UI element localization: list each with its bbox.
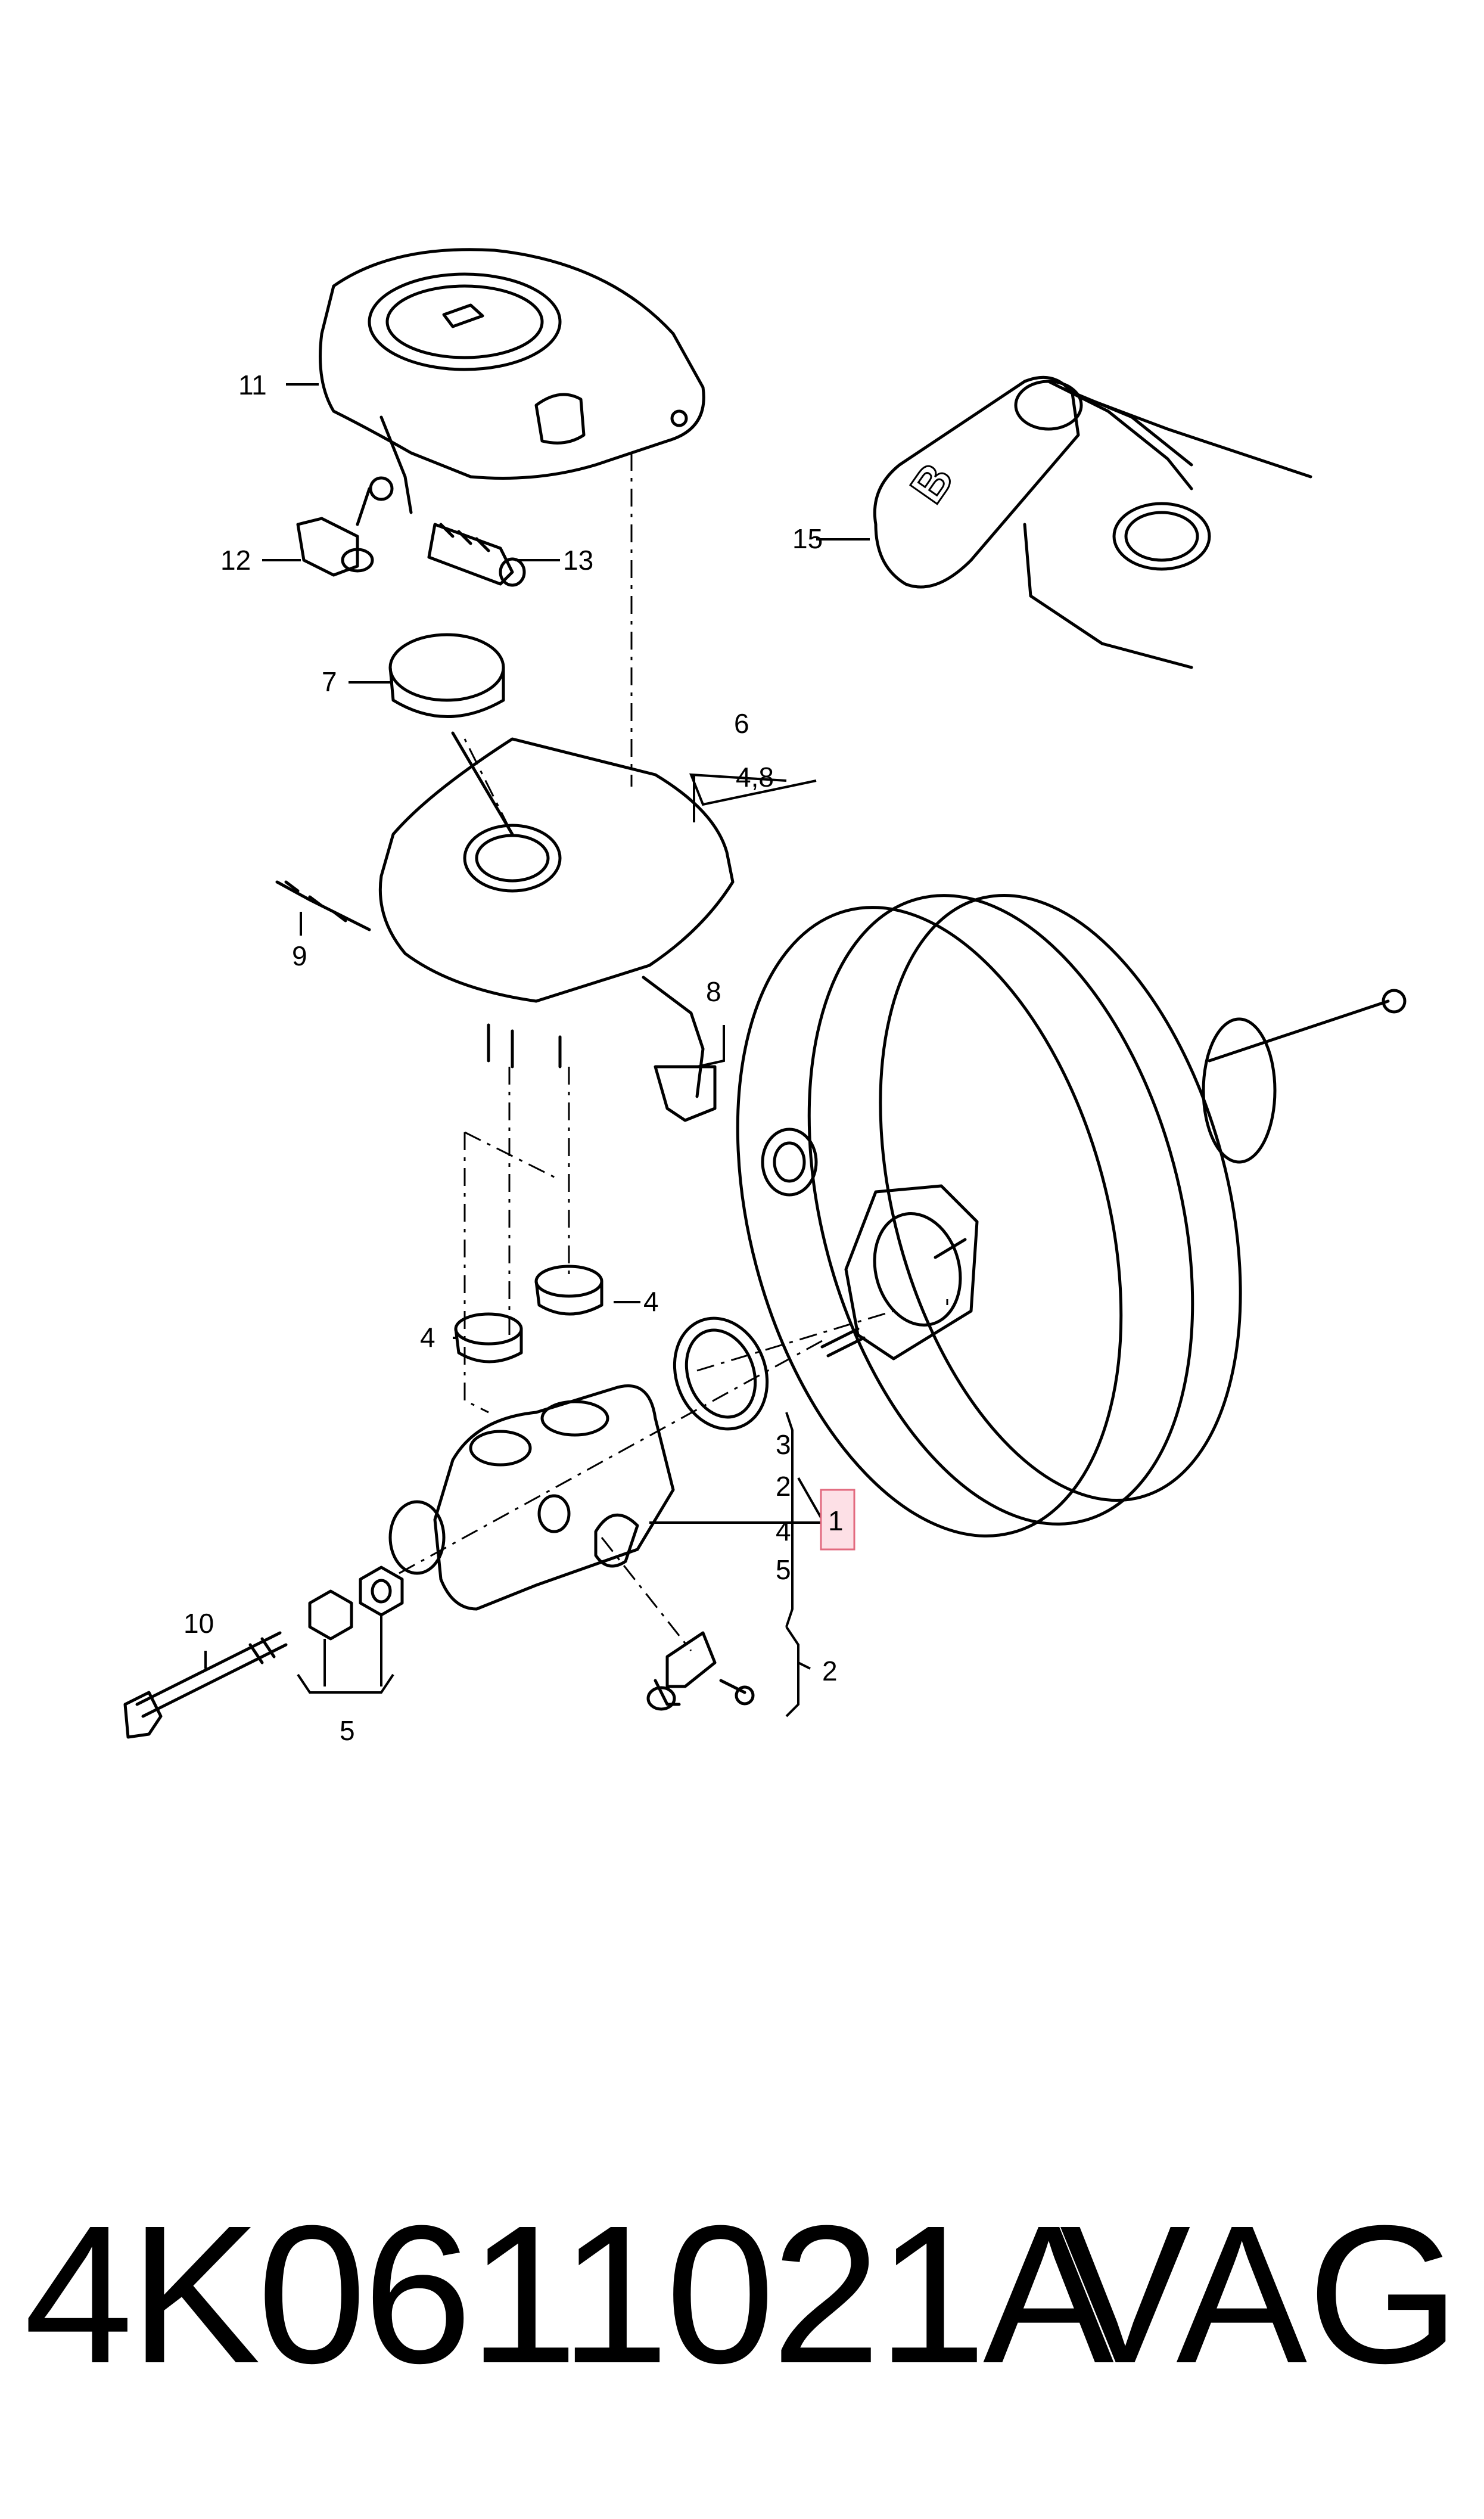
callout-4-left: 4 xyxy=(420,1322,435,1353)
part-number: 4K0611021A xyxy=(24,2184,1114,2404)
bottle-letter: B xyxy=(900,454,963,512)
callout-2-lower: 2 xyxy=(822,1655,838,1686)
o-ring-part-3 xyxy=(673,1316,769,1431)
brake-fluid-bottle-part-15 xyxy=(873,375,1312,669)
callout-1: 1 xyxy=(828,1505,844,1536)
callout-4-8: 4,8 xyxy=(736,762,774,793)
callout-7: 7 xyxy=(322,666,337,697)
brake-booster xyxy=(736,894,1407,1538)
brand-name: VAG xyxy=(1059,2184,1460,2404)
dashed-guide-lines xyxy=(399,453,948,1651)
callout-9: 9 xyxy=(292,940,307,971)
callout-6: 6 xyxy=(734,708,749,739)
nut-part-5 xyxy=(308,1566,404,1641)
sensor-part-2 xyxy=(646,1631,755,1711)
long-bolt-part-10 xyxy=(123,1631,288,1739)
bolt-part-13 xyxy=(427,523,526,587)
reservoir-cap-part-7 xyxy=(388,633,514,836)
callout-15: 15 xyxy=(792,523,823,554)
clip-part-12 xyxy=(296,476,394,577)
highlight-box-part-1 xyxy=(820,1489,855,1551)
master-cylinder-part-1 xyxy=(388,1384,675,1611)
reservoir-cover-part-11 xyxy=(319,248,705,514)
callout-13: 13 xyxy=(563,545,593,576)
callout-4-lower: 4 xyxy=(776,1515,791,1546)
grommet-part-4 xyxy=(454,1265,603,1363)
callout-11: 11 xyxy=(238,369,267,400)
footer: 4K0611021A VAG xyxy=(0,2169,1484,2419)
callout-5-bottom: 5 xyxy=(340,1715,355,1746)
callout-3: 3 xyxy=(776,1429,791,1460)
callout-2-upper: 2 xyxy=(776,1471,791,1502)
brake-master-cylinder-diagram: 11 12 13 7 15 6 4,8 9 8 4 4 3 2 1 4 5 10… xyxy=(123,248,1407,1746)
callout-12: 12 xyxy=(220,545,251,576)
callout-10: 10 xyxy=(183,1608,214,1639)
leader-lines xyxy=(204,383,870,1717)
brake-fluid-reservoir-part-6 xyxy=(378,737,735,1122)
callout-4-right: 4 xyxy=(643,1286,659,1317)
callout-8: 8 xyxy=(706,976,721,1007)
pin-part-9 xyxy=(275,880,371,931)
callout-5-right: 5 xyxy=(776,1554,791,1585)
